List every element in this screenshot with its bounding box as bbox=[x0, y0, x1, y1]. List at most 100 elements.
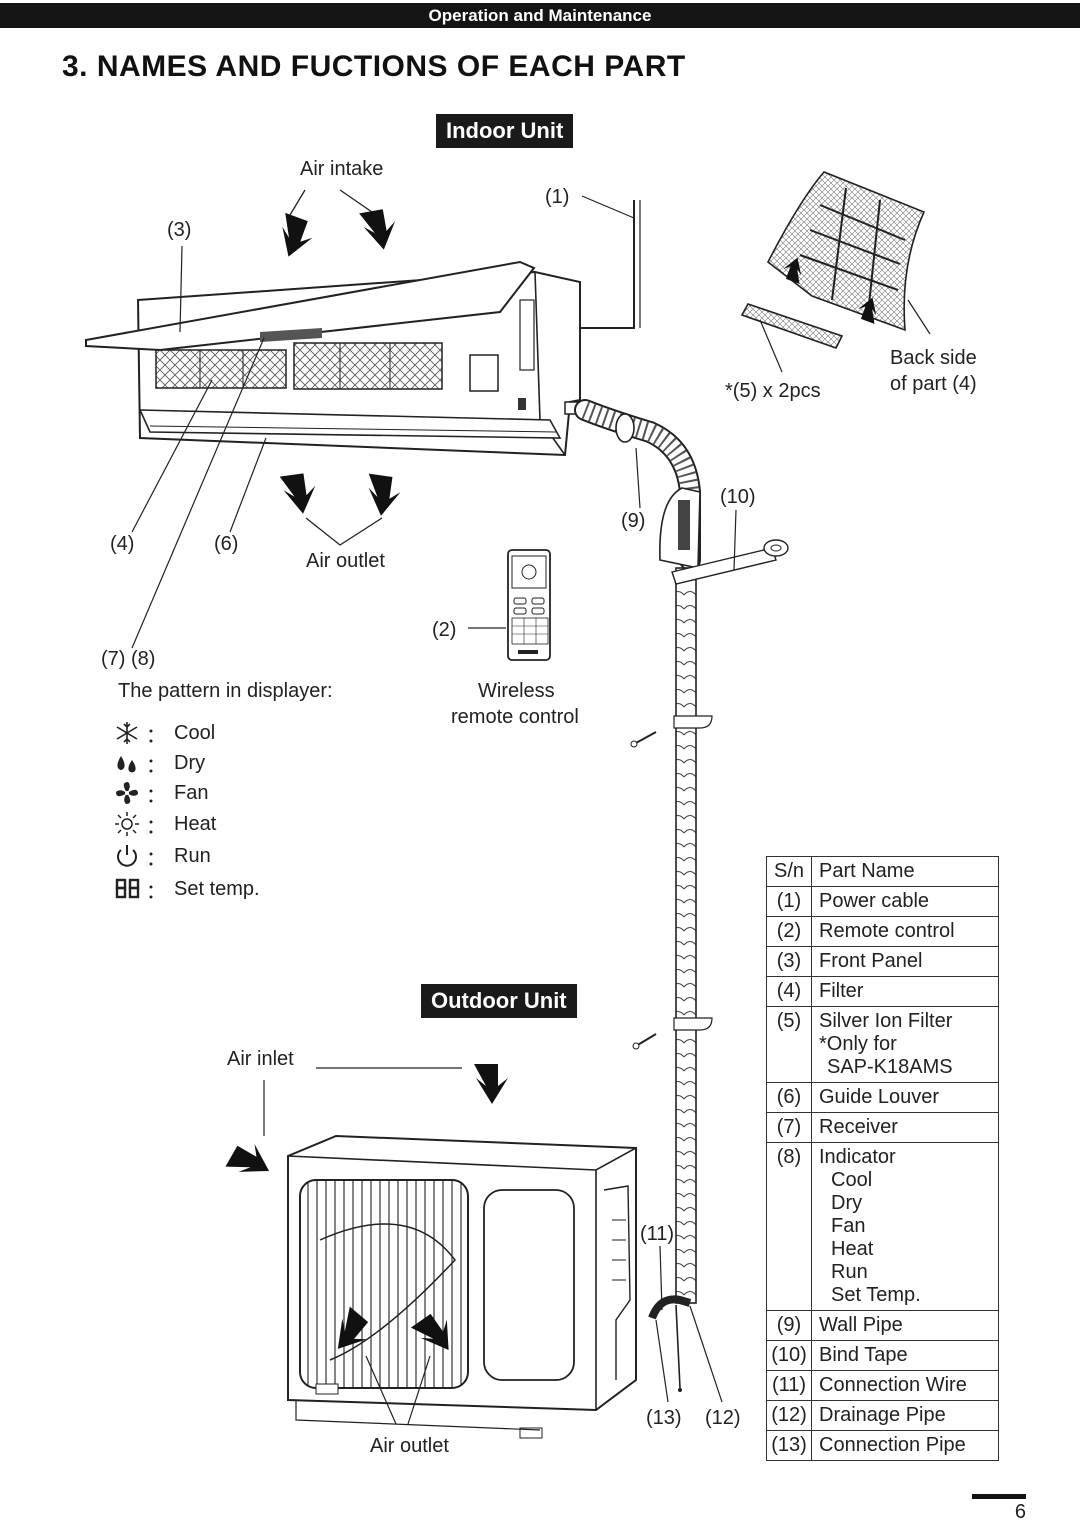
legend-separator: ： bbox=[146, 724, 166, 747]
display-pattern-heading: The pattern in displayer: bbox=[118, 680, 333, 702]
section-header-bar: Operation and Maintenance bbox=[0, 3, 1080, 28]
table-row: (3)Front Panel bbox=[766, 946, 999, 977]
legend-heat: ： Heat bbox=[114, 810, 216, 838]
table-row: (8) Indicator Cool Dry Fan Heat Run Set … bbox=[766, 1142, 999, 1311]
legend-run: ： Run bbox=[114, 842, 211, 870]
outdoor-unit-drawing bbox=[287, 1134, 637, 1439]
callout-3: (3) bbox=[167, 219, 192, 241]
table-cell-sn: (8) bbox=[766, 1142, 812, 1311]
indoor-unit-tag: Indoor Unit bbox=[436, 114, 574, 148]
table-cell-sn: (9) bbox=[766, 1310, 812, 1341]
table-cell-name: Remote control bbox=[811, 916, 999, 947]
table-row: (5) Silver Ion Filter *Only for SAP-K18A… bbox=[766, 1006, 999, 1083]
callout-2: (2) bbox=[432, 619, 457, 641]
legend-label: Dry bbox=[174, 751, 206, 774]
table-cell-name: Connection Pipe bbox=[811, 1430, 999, 1461]
table-row: (1)Power cable bbox=[766, 886, 999, 917]
back-side-label: Back side bbox=[890, 347, 977, 369]
table-row: (10)Bind Tape bbox=[766, 1340, 999, 1371]
table-cell-sn: (13) bbox=[766, 1430, 812, 1461]
table-cell-sn: (12) bbox=[766, 1400, 812, 1431]
filter-drawing bbox=[766, 171, 931, 335]
air-outlet-outdoor-label: Air outlet bbox=[370, 1435, 449, 1457]
piping-drawing bbox=[574, 399, 789, 1403]
table-header-sn: S/n bbox=[766, 856, 812, 887]
indoor-unit-drawing bbox=[85, 260, 586, 457]
legend-fan: ： Fan bbox=[114, 779, 208, 807]
legend-set-temp: ： Set temp. bbox=[114, 875, 260, 903]
legend-label: Set temp. bbox=[174, 877, 260, 900]
table-header-row: S/n Part Name bbox=[766, 856, 999, 887]
table-cell-sub: Fan bbox=[831, 1215, 866, 1237]
legend-separator: ： bbox=[146, 815, 166, 838]
table-cell-name: Filter bbox=[811, 976, 999, 1007]
page-title: 3. NAMES AND FUCTIONS OF EACH PART bbox=[62, 50, 686, 83]
remote-label-1: Wireless bbox=[478, 680, 555, 702]
legend-label: Run bbox=[174, 844, 211, 867]
callout-7-8: (7) (8) bbox=[101, 648, 156, 670]
table-cell-name: Connection Wire bbox=[811, 1370, 999, 1401]
table-cell-note: SAP-K18AMS bbox=[827, 1056, 953, 1078]
table-row: (6)Guide Louver bbox=[766, 1082, 999, 1113]
seven-segment-icon bbox=[114, 876, 144, 902]
table-cell-sn: (2) bbox=[766, 916, 812, 947]
table-cell-name: Receiver bbox=[811, 1112, 999, 1143]
table-cell-name: Power cable bbox=[811, 886, 999, 917]
table-cell-sn: (1) bbox=[766, 886, 812, 917]
table-cell-name: Silver Ion Filter bbox=[819, 1010, 953, 1032]
air-intake-label: Air intake bbox=[300, 158, 384, 180]
legend-cool: ： Cool bbox=[114, 719, 215, 747]
table-row: (11)Connection Wire bbox=[766, 1370, 999, 1401]
table-cell-sn: (5) bbox=[766, 1006, 812, 1083]
callout-10: (10) bbox=[720, 486, 756, 508]
table-row: (9)Wall Pipe bbox=[766, 1310, 999, 1341]
table-header-name: Part Name bbox=[811, 856, 999, 887]
legend-separator: ： bbox=[146, 847, 166, 870]
sun-icon bbox=[114, 811, 144, 837]
table-cell-sub: Run bbox=[831, 1261, 868, 1283]
table-cell-name: Guide Louver bbox=[811, 1082, 999, 1113]
callout-13: (13) bbox=[646, 1407, 682, 1429]
legend-label: Heat bbox=[174, 812, 217, 835]
table-cell-sub: Cool bbox=[831, 1169, 873, 1191]
table-cell-name-multiline: Silver Ion Filter *Only for SAP-K18AMS bbox=[811, 1006, 999, 1083]
table-cell-sub: Heat bbox=[831, 1238, 874, 1260]
air-outlet-indoor-label: Air outlet bbox=[306, 550, 385, 572]
legend-dry: ： Dry bbox=[114, 749, 205, 777]
back-side-label-2: of part (4) bbox=[890, 373, 977, 395]
callout-1: (1) bbox=[545, 186, 570, 208]
remote-control-drawing bbox=[468, 549, 551, 661]
table-cell-name: Drainage Pipe bbox=[811, 1400, 999, 1431]
outdoor-unit-tag: Outdoor Unit bbox=[421, 984, 577, 1018]
table-cell-name-multiline: Indicator Cool Dry Fan Heat Run Set Temp… bbox=[811, 1142, 999, 1311]
callout-11: (11) bbox=[640, 1223, 675, 1245]
table-cell-name: Front Panel bbox=[811, 946, 999, 977]
table-row: (12)Drainage Pipe bbox=[766, 1400, 999, 1431]
table-row: (13)Connection Pipe bbox=[766, 1430, 999, 1461]
table-cell-sn: (3) bbox=[766, 946, 812, 977]
table-cell-name: Wall Pipe bbox=[811, 1310, 999, 1341]
table-cell-sub: Dry bbox=[831, 1192, 863, 1214]
table-row: (2)Remote control bbox=[766, 916, 999, 947]
legend-label: Fan bbox=[174, 781, 209, 804]
callout-6: (6) bbox=[214, 533, 239, 555]
snowflake-icon bbox=[114, 720, 144, 746]
filter-count-note: *(5) x 2pcs bbox=[725, 380, 821, 402]
callout-4: (4) bbox=[110, 533, 135, 555]
table-cell-note: *Only for bbox=[819, 1033, 897, 1055]
page-number: 6 bbox=[972, 1494, 1026, 1524]
callout-12: (12) bbox=[705, 1407, 741, 1429]
table-cell-sn: (7) bbox=[766, 1112, 812, 1143]
table-cell-sn: (10) bbox=[766, 1340, 812, 1371]
table-cell-sn: (11) bbox=[766, 1370, 812, 1401]
table-cell-name: Bind Tape bbox=[811, 1340, 999, 1371]
droplets-icon bbox=[114, 750, 144, 776]
table-cell-sub: Set Temp. bbox=[831, 1284, 921, 1306]
legend-separator: ： bbox=[146, 754, 166, 777]
power-icon bbox=[114, 843, 144, 869]
legend-separator: ： bbox=[146, 880, 166, 903]
silver-ion-filter-drawing bbox=[740, 303, 844, 373]
legend-label: Cool bbox=[174, 721, 216, 744]
remote-label-2: remote control bbox=[451, 706, 579, 728]
